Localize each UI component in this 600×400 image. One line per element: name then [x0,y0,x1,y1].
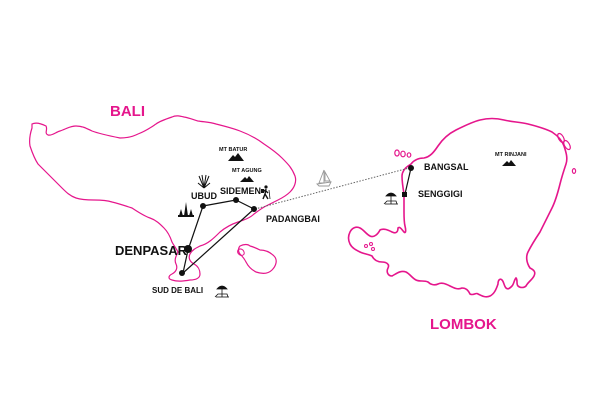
gili-island [400,150,406,158]
nusa-penida-outline [237,243,277,274]
stop-denpasar-marker[interactable] [184,245,192,253]
nusa-lembongan-outline [237,248,245,256]
stop-sidemen-marker[interactable] [233,197,239,203]
place-label-ubud[interactable]: UBUD [191,191,217,201]
temple-icon [178,202,194,217]
mountain-label-batur: MT BATUR [219,147,248,153]
islet [571,168,577,175]
island-title-bali: BALI [110,103,145,120]
gili-island [394,149,400,157]
mountain-icon [228,153,244,161]
stop-bangsal-marker[interactable] [408,165,414,171]
hiker-icon [261,185,271,200]
bali-outline [29,115,297,282]
rice-plant-icon [197,174,211,189]
route-segment [187,205,204,251]
stop-ubud-marker[interactable] [200,203,206,209]
route-segment [182,249,189,274]
stop-sud-de-bali-marker[interactable] [179,270,185,276]
route-segment [235,199,255,210]
mountain-label-rinjani: MT RINJANI [495,152,527,158]
route-segment [404,167,412,195]
islet [369,242,373,246]
lombok-outline [347,117,568,298]
place-label-sud-de-bali[interactable]: SUD DE BALI [152,286,204,295]
route-segment [182,208,255,274]
mountain-icon [502,160,516,166]
beach-umbrella-icon [214,285,229,298]
stop-senggigi-marker[interactable] [402,192,407,197]
place-label-sidemen[interactable]: SIDEMEN [220,186,262,196]
route-lines [182,167,412,274]
islet [364,244,368,248]
sailboat-icon [316,169,332,187]
place-label-bangsal[interactable]: BANGSAL [424,162,469,172]
island-title-lombok: LOMBOK [430,316,497,333]
place-label-padangbai[interactable]: PADANGBAI [266,214,320,224]
mountain-icon [240,176,254,182]
gili-island [406,152,412,158]
islet [563,139,571,151]
mountain-label-agung: MT AGUNG [232,168,262,174]
ferry-route [254,167,410,210]
islet [371,247,375,251]
stop-padangbai-marker[interactable] [251,206,257,212]
beach-umbrella-icon [383,192,398,205]
route-segment [202,199,237,207]
place-label-senggigi[interactable]: SENGGIGI [418,189,463,199]
place-label-denpasar[interactable]: DENPASAR [115,243,187,258]
islet [557,132,565,144]
